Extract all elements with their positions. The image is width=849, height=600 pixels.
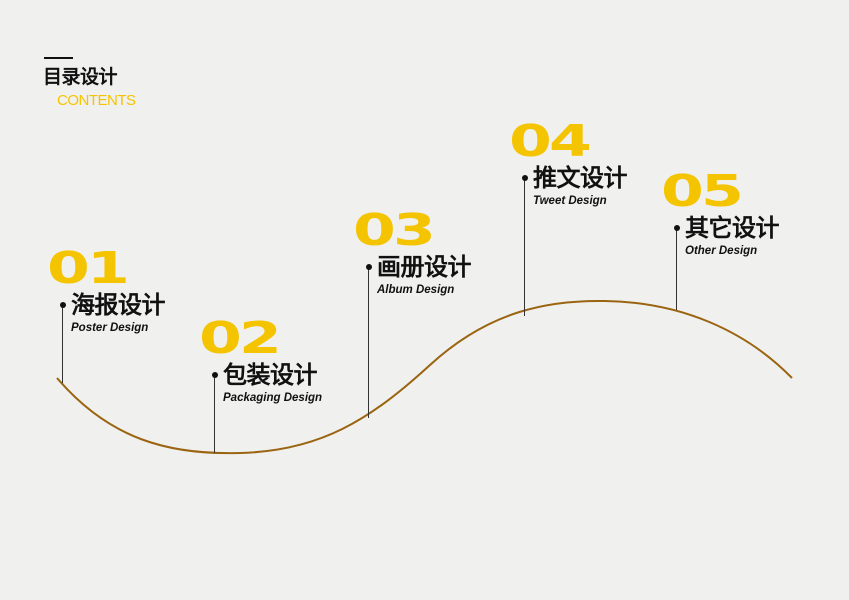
page-subtitle: CONTENTS	[57, 92, 136, 109]
bullet-dot	[674, 225, 680, 231]
item-number: 03	[353, 211, 436, 251]
item-number: 04	[509, 122, 592, 162]
item-number: 05	[661, 172, 744, 212]
bullet-dot	[60, 302, 66, 308]
item-title: 其它设计	[685, 214, 780, 242]
bullet-dot	[212, 372, 218, 378]
item-number: 02	[199, 319, 282, 359]
item-subtitle: Album Design	[377, 284, 455, 296]
connector-line	[524, 178, 525, 316]
item-number: 01	[47, 249, 130, 289]
bullet-dot	[522, 175, 528, 181]
item-subtitle: Packaging Design	[223, 392, 323, 404]
item-title: 画册设计	[377, 253, 472, 281]
item-subtitle: Poster Design	[71, 322, 149, 334]
connector-line	[214, 375, 215, 453]
connector-line	[676, 228, 677, 310]
header-divider	[44, 57, 73, 59]
item-title: 包装设计	[223, 361, 318, 389]
item-title: 推文设计	[533, 164, 628, 192]
connector-line	[62, 305, 63, 383]
connector-line	[368, 267, 369, 418]
page-title: 目录设计	[43, 66, 118, 88]
item-subtitle: Tweet Design	[533, 195, 607, 207]
item-title: 海报设计	[71, 291, 166, 319]
bullet-dot	[366, 264, 372, 270]
item-subtitle: Other Design	[685, 245, 758, 257]
